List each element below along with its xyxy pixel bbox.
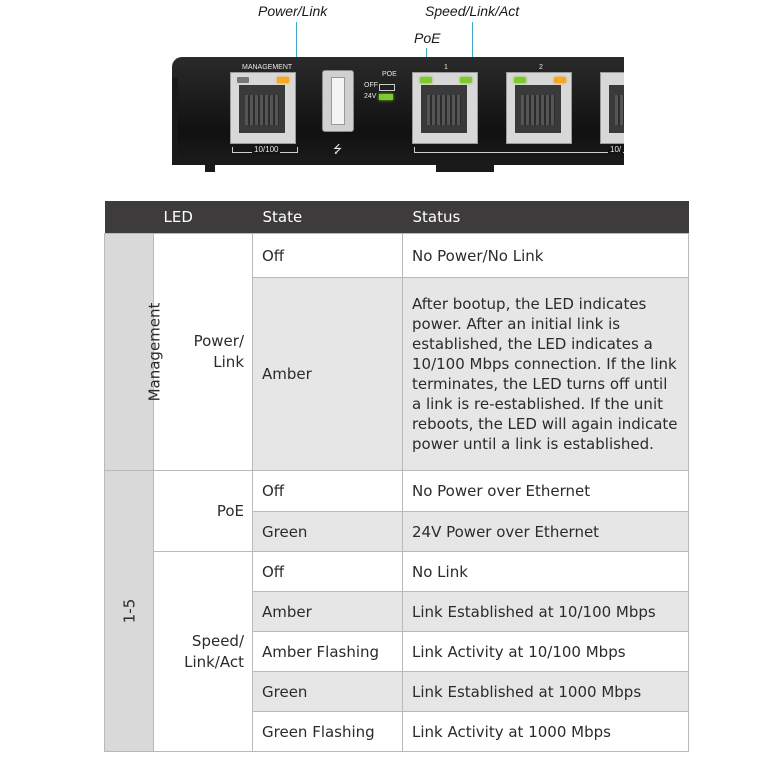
table-row: Management Power/ Link Off No Power/No L… — [104, 233, 689, 471]
port-1-speed-link-act-led — [460, 77, 472, 83]
poe-off-led — [379, 84, 395, 91]
state-cell: Off — [252, 551, 403, 592]
group-ports-label: 1-5 — [120, 598, 138, 624]
led-poe: PoE — [153, 470, 253, 552]
status-cell: 24V Power over Ethernet — [402, 511, 689, 552]
speed-bracket-right — [414, 147, 624, 153]
management-power-link-led — [277, 77, 289, 83]
poe-24v-led — [379, 94, 393, 100]
state-cell: Off — [252, 233, 403, 278]
power-link-leader-line — [296, 22, 297, 82]
port-1 — [412, 72, 478, 144]
table-row: 1-5 PoE Off No Power over Ethernet — [104, 470, 689, 752]
led-status-table: LED State Status Management Power/ Link … — [104, 201, 689, 752]
callout-power-link: Power/Link — [258, 3, 328, 19]
group-ports: 1-5 — [104, 470, 154, 752]
speed-link-act-leader-line — [472, 22, 473, 82]
state-cell: Green — [252, 511, 403, 552]
poe-24v-label: 24V — [364, 93, 377, 100]
port-2 — [506, 72, 572, 144]
device-foot-right — [436, 163, 494, 172]
led-speed-link-act: Speed/ Link/Act — [153, 551, 253, 752]
status-cell: Link Established at 1000 Mbps — [402, 671, 689, 712]
port-2-speed-link-act-led — [554, 77, 566, 83]
state-cell: Amber — [252, 591, 403, 632]
port-1-poe-led — [420, 77, 432, 83]
management-left-led — [237, 77, 249, 83]
port-2-label: 2 — [539, 64, 543, 71]
callout-speed-link-act: Speed/Link/Act — [425, 3, 520, 19]
table-row: Speed/ Link/Act Off No Link — [105, 551, 689, 752]
led-power-link: Power/ Link — [153, 233, 253, 471]
speed-label-right: 10/ — [608, 145, 624, 154]
header-state: State — [252, 201, 403, 234]
header-spacer — [104, 201, 154, 234]
status-cell: Link Activity at 10/100 Mbps — [402, 631, 689, 672]
management-port-label: MANAGEMENT — [242, 64, 293, 71]
status-cell: No Power/No Link — [402, 233, 689, 278]
table-row: Amber Flashing Link Activity at 10/100 M… — [105, 631, 689, 672]
status-cell: No Power over Ethernet — [402, 470, 689, 512]
device-front-panel: MANAGEMENT 10/100 ⭍ POE OFF 24V 1 2 10/ — [172, 57, 624, 165]
port-2-poe-led — [514, 77, 526, 83]
poe-off-label: OFF — [364, 82, 378, 89]
callout-poe: PoE — [414, 30, 441, 46]
management-port — [230, 72, 296, 144]
table-row: Amber After bootup, the LED indicates po… — [105, 277, 689, 471]
group-management: Management — [104, 233, 163, 471]
usb-icon: ⭍ — [333, 144, 343, 156]
state-cell: Off — [252, 470, 403, 512]
table-row: Green Flashing Link Activity at 1000 Mbp… — [105, 711, 689, 752]
table-row: Green 24V Power over Ethernet — [105, 511, 689, 552]
table-row: Amber Link Established at 10/100 Mbps — [105, 591, 689, 632]
usb-port — [322, 70, 354, 132]
port-3-partial — [600, 72, 624, 144]
state-cell: Green Flashing — [252, 711, 403, 752]
header-status: Status — [402, 201, 689, 234]
state-cell: Amber Flashing — [252, 631, 403, 672]
header-led: LED — [153, 201, 253, 234]
state-cell: Amber — [252, 277, 403, 471]
state-cell: Green — [252, 671, 403, 712]
speed-label-left: 10/100 — [252, 145, 281, 154]
port-1-label: 1 — [444, 64, 448, 71]
table-row: Green Link Established at 1000 Mbps — [105, 671, 689, 712]
group-management-label: Management — [145, 302, 164, 402]
device-foot-left — [205, 163, 215, 172]
status-cell: Link Activity at 1000 Mbps — [402, 711, 689, 752]
poe-indicator-label: POE — [382, 71, 397, 78]
device-side-edge — [172, 78, 178, 165]
status-cell: No Link — [402, 551, 689, 592]
table-header-row: LED State Status — [104, 201, 689, 234]
status-cell: Link Established at 10/100 Mbps — [402, 591, 689, 632]
status-cell: After bootup, the LED indicates power. A… — [402, 277, 689, 471]
